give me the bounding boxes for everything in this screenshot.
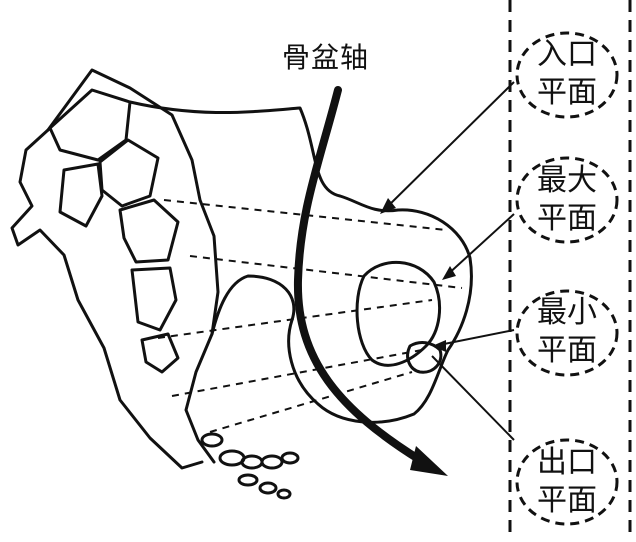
narrowest-plane-label-line1: 最小 bbox=[524, 294, 610, 332]
coccyx-bead bbox=[220, 451, 244, 465]
narrowest-plane-label-line2: 平面 bbox=[524, 332, 610, 370]
inlet-plane-label-line1: 入口 bbox=[524, 36, 610, 74]
coccyx-bead bbox=[242, 456, 262, 468]
coccyx-bead bbox=[282, 453, 298, 463]
outlet-plane-label-line2: 平面 bbox=[524, 482, 610, 520]
outlet-plane-label-line1: 出口 bbox=[524, 444, 610, 482]
widest-leader-line bbox=[446, 214, 514, 276]
coccyx-bead bbox=[202, 434, 222, 446]
vertebra-5 bbox=[132, 268, 176, 330]
widest-plane-label: 最大 平面 bbox=[524, 162, 610, 238]
vertebra-2 bbox=[100, 140, 158, 206]
midcavity-line bbox=[172, 350, 422, 396]
coccyx-segment bbox=[142, 334, 178, 372]
widest-plane-label-line1: 最大 bbox=[524, 162, 610, 200]
widest-plane-line bbox=[190, 256, 462, 288]
coccyx-bead bbox=[278, 490, 290, 498]
outlet-leader-line bbox=[432, 356, 514, 440]
inlet-plane-label: 入口 平面 bbox=[524, 36, 610, 112]
narrowest-plane-label: 最小 平面 bbox=[524, 294, 610, 370]
inlet-plane-label-line2: 平面 bbox=[524, 74, 610, 112]
coccyx-bead bbox=[260, 483, 276, 493]
sacrum-outline bbox=[48, 70, 218, 462]
vertebra-4 bbox=[120, 200, 178, 262]
inlet-leader-line bbox=[382, 82, 514, 212]
widest-plane-label-line2: 平面 bbox=[524, 200, 610, 238]
obturator-outline bbox=[357, 262, 440, 365]
coccyx-bead bbox=[262, 456, 282, 468]
pelvic-axis-arrowhead bbox=[410, 446, 448, 476]
spine-left-edge bbox=[12, 130, 202, 468]
vertebra-3 bbox=[60, 164, 102, 226]
outlet-plane-label: 出口 平面 bbox=[524, 444, 610, 520]
pelvic-axis-label: 骨盆轴 bbox=[282, 36, 369, 76]
coccyx-bead bbox=[239, 475, 257, 485]
